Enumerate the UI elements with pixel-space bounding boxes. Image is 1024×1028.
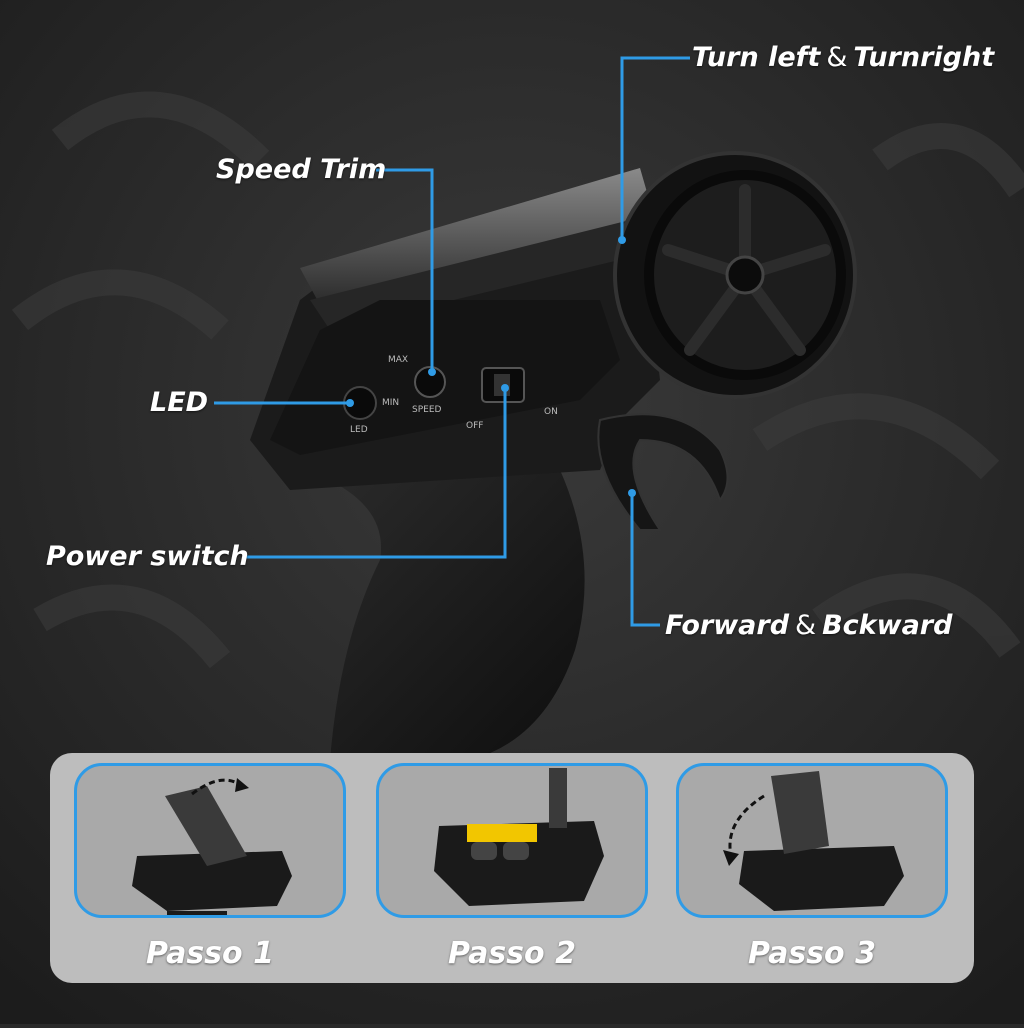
step-label-1: Passo 1 <box>146 936 274 971</box>
steering-wheel[interactable] <box>613 151 857 399</box>
callout-speed-trim: Speed Trim <box>216 154 387 185</box>
controller-printed-labels: LED SPEED MAX MIN OFF ON <box>350 355 558 435</box>
controller-label-speed: SPEED <box>412 405 442 415</box>
callout-turn-amp: & <box>826 42 848 73</box>
callout-forward-backward: Forward&Bckward <box>665 612 952 639</box>
speed-trim-knob[interactable] <box>414 366 446 398</box>
step-card-2 <box>376 763 648 918</box>
step-2-image <box>434 768 604 906</box>
step-card-3 <box>676 763 948 918</box>
step-label-2: Passo 2 <box>448 936 576 971</box>
callout-turn-right: Turnright <box>853 42 995 73</box>
step-label-3: Passo 3 <box>748 936 876 971</box>
step-card-1 <box>74 763 346 918</box>
callout-forward: Forward <box>665 610 790 641</box>
callout-power-switch: Power switch <box>46 541 249 572</box>
controller-label-off: OFF <box>466 421 483 431</box>
callout-lines <box>214 56 690 627</box>
callout-backward: Bckward <box>822 610 953 641</box>
callout-turn-left: Turn left <box>692 42 821 73</box>
callout-turn-left-right: Turn left&Turnright <box>692 44 994 71</box>
controller-label-led: LED <box>350 425 368 435</box>
callout-forward-amp: & <box>795 610 817 641</box>
callout-dots <box>346 236 636 497</box>
controller-label-on: ON <box>544 407 558 417</box>
step-1-image <box>132 778 292 915</box>
callout-led: LED <box>150 387 209 418</box>
battery-compartment <box>467 824 537 842</box>
step-3-image <box>723 771 904 911</box>
background-texture <box>11 91 1024 669</box>
controller-label-max: MAX <box>388 355 408 365</box>
controller-body <box>250 151 857 760</box>
controller-label-min: MIN <box>382 398 399 408</box>
